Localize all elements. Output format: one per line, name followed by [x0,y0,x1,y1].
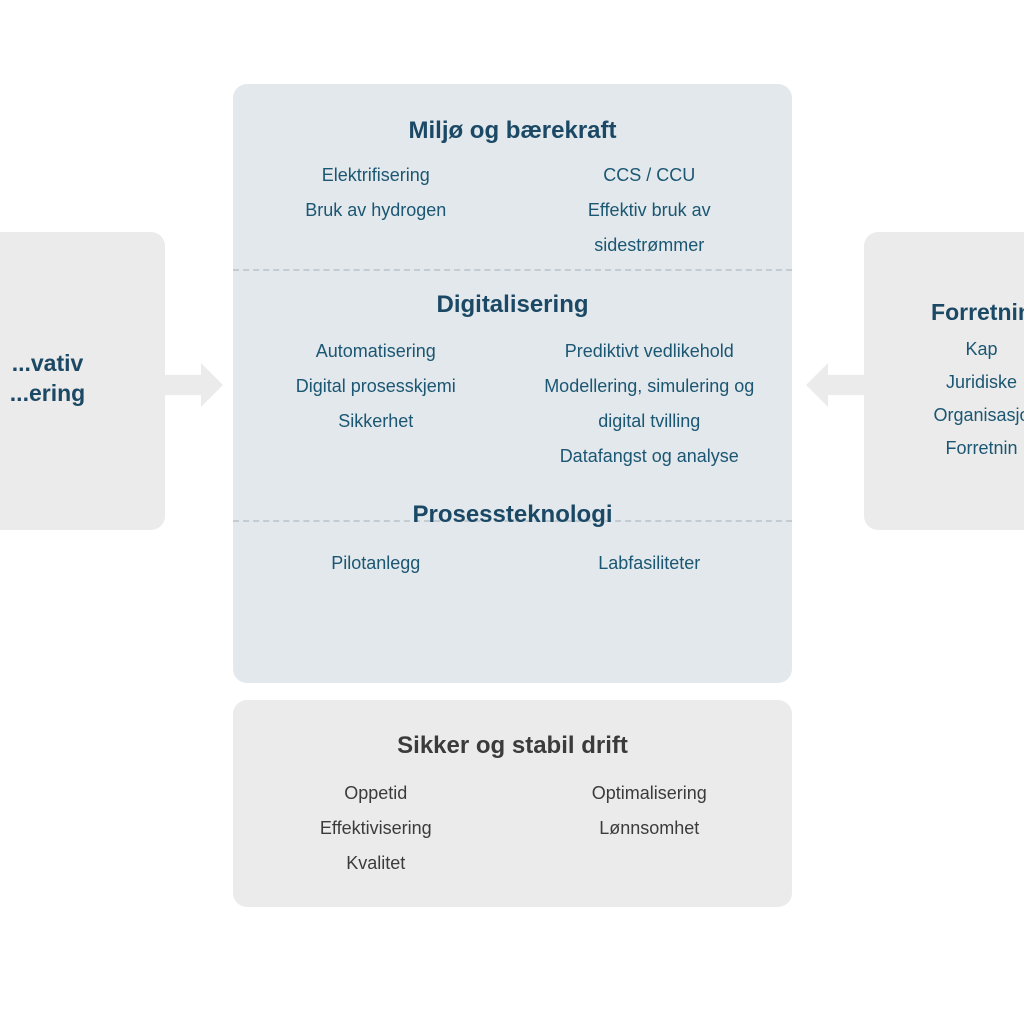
section-prosessteknologi: Prosessteknologi Pilotanlegg Labfasilite… [233,474,792,581]
section-columns: Elektrifisering Bruk av hydrogen CCS / C… [245,158,780,263]
arrow-right-icon [165,363,223,407]
center-panel: Miljø og bærekraft Elektrifisering Bruk … [233,84,792,683]
right-context-box: Forretnin Kap Juridiske Organisasjo Forr… [864,232,1024,530]
list-item: Modellering, simulering og digital tvill… [544,376,755,431]
section-sikker-og-stabil-drift: Sikker og stabil drift Oppetid Effektivi… [233,700,792,881]
section-column-right: Optimalisering Lønnsomhet [513,776,781,881]
left-context-box: ...vativ ...ering [0,232,165,530]
section-divider [233,269,792,271]
right-box-content: Forretnin Kap Juridiske Organisasjo Forr… [864,297,1024,465]
arrow-left-icon [806,363,864,407]
section-columns: Automatisering Digital prosesskjemi Sikk… [245,334,780,474]
section-digitalisering: Digitalisering Automatisering Digital pr… [233,263,792,474]
list-item: Digital prosesskjemi [295,376,456,396]
right-box-item: Juridiske [945,372,1018,392]
section-columns: Pilotanlegg Labfasiliteter [245,546,780,581]
section-column-right: Prediktivt vedlikehold Modellering, simu… [513,334,781,474]
list-item: Sikkerhet [338,411,414,431]
section-column-right: Labfasiliteter [513,546,781,581]
left-box-title: ...vativ ...ering [9,350,86,406]
section-column-left: Elektrifisering Bruk av hydrogen [245,158,513,263]
section-columns: Oppetid Effektivisering Kvalitet Optimal… [245,776,780,881]
list-item: Pilotanlegg [331,553,421,573]
list-item: Lønnsomhet [599,818,700,838]
list-item: Datafangst og analyse [559,446,739,466]
right-box-item: Organisasjo [933,405,1024,425]
right-box-title: Forretnin [931,299,1024,325]
list-item: Prediktivt vedlikehold [564,341,734,361]
list-item: Kvalitet [346,853,406,873]
section-miljo-og-baerekraft: Miljø og bærekraft Elektrifisering Bruk … [233,84,792,263]
list-item: Oppetid [344,783,408,803]
right-box-item: Kap [965,339,998,359]
right-box-item: Forretnin [945,438,1018,458]
list-item: Effektiv bruk av sidestrømmer [587,200,711,255]
section-divider [233,520,792,522]
section-column-right: CCS / CCU Effektiv bruk av sidestrømmer [513,158,781,263]
section-column-left: Pilotanlegg [245,546,513,581]
list-item: Effektivisering [319,818,432,838]
list-item: Automatisering [315,341,436,361]
list-item: Labfasiliteter [598,553,701,573]
list-item: CCS / CCU [603,165,696,185]
section-title: Digitalisering [436,291,589,318]
list-item: Elektrifisering [321,165,430,185]
left-box-content: ...vativ ...ering [0,348,165,414]
section-title: Miljø og bærekraft [408,117,617,144]
list-item: Optimalisering [591,783,707,803]
section-column-left: Oppetid Effektivisering Kvalitet [245,776,513,881]
section-title: Prosessteknologi [412,501,613,528]
section-title: Sikker og stabil drift [397,732,628,759]
bottom-panel: Sikker og stabil drift Oppetid Effektivi… [233,700,792,907]
section-column-left: Automatisering Digital prosesskjemi Sikk… [245,334,513,474]
list-item: Bruk av hydrogen [305,200,447,220]
